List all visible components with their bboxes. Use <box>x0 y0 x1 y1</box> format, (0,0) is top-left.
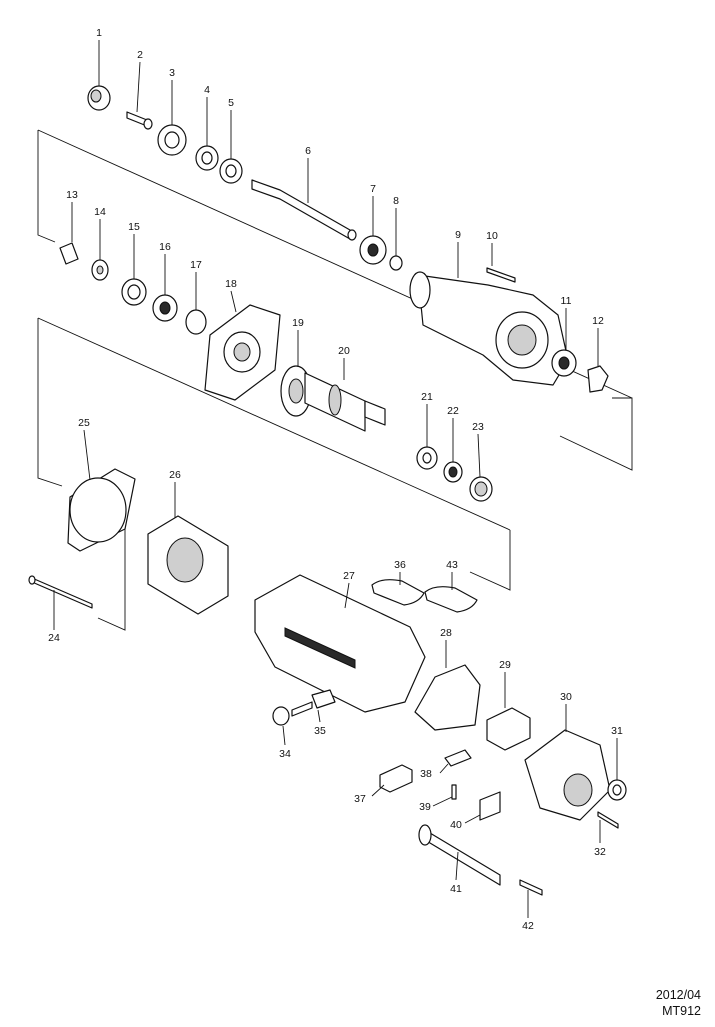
part-26-field <box>147 482 229 615</box>
part-18-bearing-plate <box>204 290 281 401</box>
callout-labels: 1 2 3 4 5 6 7 8 9 10 11 12 13 14 15 16 1… <box>48 27 623 932</box>
part-34-brush-cap <box>272 706 290 746</box>
callout-15: 15 <box>128 221 140 233</box>
part-14-pinion <box>91 219 109 281</box>
callout-9: 9 <box>455 229 461 241</box>
part-24-long-screw <box>28 575 93 630</box>
part-11-bearing <box>551 308 577 377</box>
callout-20: 20 <box>338 345 350 357</box>
callout-30: 30 <box>560 691 572 703</box>
part-1-collet-nut <box>87 40 111 111</box>
footer-date: 2012/04 <box>655 988 701 1002</box>
part-2-collet <box>126 61 153 130</box>
callout-35: 35 <box>314 725 326 737</box>
callout-11: 11 <box>561 295 572 307</box>
part-12-cap <box>587 328 609 393</box>
part-7-bearing <box>359 196 387 265</box>
callout-36: 36 <box>394 559 406 571</box>
callout-42: 42 <box>522 920 534 932</box>
part-40-capacitor <box>464 791 501 824</box>
callout-23: 23 <box>472 421 484 433</box>
callout-13: 13 <box>66 189 78 201</box>
callout-18: 18 <box>225 278 237 290</box>
part-37-terminal-block <box>371 764 413 797</box>
part-13-clip <box>59 202 79 265</box>
part-23-rubber-ring <box>469 433 493 502</box>
callout-24: 24 <box>48 632 60 644</box>
part-25-cover <box>67 429 136 552</box>
callout-4: 4 <box>204 84 210 96</box>
group-frame-middle <box>37 317 511 591</box>
part-41-cord-guard <box>418 824 501 886</box>
callout-19: 19 <box>292 317 304 329</box>
part-3-nut <box>157 80 187 156</box>
callout-34: 34 <box>279 748 291 760</box>
part-15-washer <box>121 234 147 306</box>
part-5-washer <box>219 110 243 184</box>
callout-40: 40 <box>450 819 462 831</box>
part-17-o-ring <box>185 272 207 335</box>
callout-43: 43 <box>446 559 458 571</box>
callout-16: 16 <box>159 241 171 253</box>
part-21-bushing <box>416 404 438 470</box>
callout-39: 39 <box>419 801 431 813</box>
part-16-bearing <box>152 254 178 322</box>
part-32-screw <box>597 811 619 843</box>
callout-22: 22 <box>447 405 459 417</box>
callout-10: 10 <box>486 230 498 242</box>
callout-41: 41 <box>450 883 462 895</box>
part-28-brush-holder <box>414 640 481 731</box>
part-4-washer <box>195 97 219 171</box>
part-20-armature <box>304 358 386 432</box>
part-9-gear-housing <box>409 242 569 386</box>
part-27-motor-housing <box>254 574 426 713</box>
callout-31: 31 <box>611 725 623 737</box>
part-35-carbon-brush <box>291 689 336 723</box>
callout-7: 7 <box>370 183 376 195</box>
part-30-rear-cover <box>524 704 611 821</box>
callout-27: 27 <box>343 570 355 582</box>
callout-32: 32 <box>594 846 606 858</box>
part-10-screw <box>486 243 516 283</box>
callout-21: 21 <box>421 391 433 403</box>
callout-38: 38 <box>420 768 432 780</box>
callout-29: 29 <box>499 659 511 671</box>
callout-5: 5 <box>228 97 234 109</box>
part-43-label-plate <box>424 572 478 613</box>
callout-8: 8 <box>393 195 399 207</box>
part-8-retaining-ring <box>389 208 403 271</box>
callout-3: 3 <box>169 67 175 79</box>
callout-1: 1 <box>96 27 102 39</box>
callout-17: 17 <box>190 259 202 271</box>
callout-12: 12 <box>592 315 604 327</box>
part-38-strain-relief <box>439 749 472 774</box>
part-31-nut <box>607 738 627 801</box>
callout-2: 2 <box>137 49 143 61</box>
callout-37: 37 <box>354 793 366 805</box>
callout-26: 26 <box>169 469 181 481</box>
part-36-label-plate <box>371 572 425 606</box>
callout-6: 6 <box>305 145 311 157</box>
footer-model: MT912 <box>662 1004 701 1018</box>
callout-28: 28 <box>440 627 452 639</box>
part-22-bearing <box>443 418 463 483</box>
part-39-screw <box>432 784 457 807</box>
part-29-switch <box>486 672 531 751</box>
part-42-cord <box>519 879 543 918</box>
callout-14: 14 <box>94 206 106 218</box>
part-6-spindle <box>251 158 357 241</box>
callout-25: 25 <box>78 417 90 429</box>
group-frame-lower <box>97 528 126 631</box>
